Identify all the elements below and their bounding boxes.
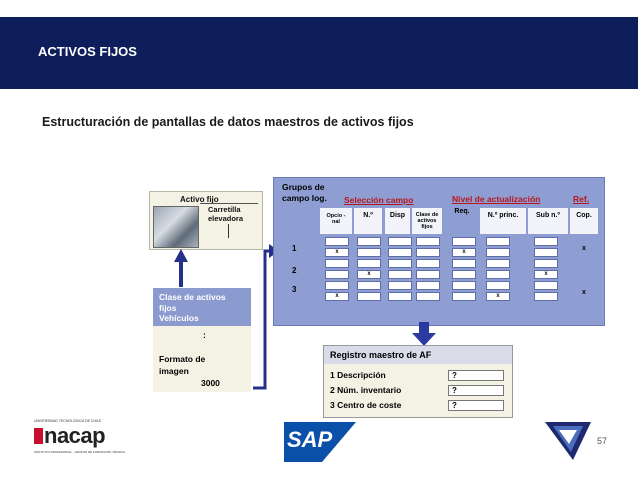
grid-cell[interactable] <box>486 259 510 268</box>
divider <box>200 203 258 204</box>
grid-cell[interactable] <box>416 259 440 268</box>
grid-cell[interactable] <box>416 237 440 246</box>
grid-cell[interactable] <box>416 270 440 279</box>
colon: : <box>203 330 206 340</box>
grid-cell[interactable] <box>388 292 412 301</box>
af-field-description[interactable]: ? <box>448 370 504 381</box>
forklift-image <box>153 206 199 248</box>
col-header-copy: Cop. <box>570 208 598 234</box>
grid-cell[interactable] <box>357 292 381 301</box>
inacap-logo: UNIVERSIDAD TECNOLÓGICA DE CHILE nacap I… <box>34 419 126 454</box>
asset-card-caption: Activo fijo <box>180 195 219 204</box>
asset-class-line1: Clase de activos <box>159 292 226 302</box>
grid-cell[interactable] <box>534 248 558 257</box>
grid-cell[interactable] <box>357 248 381 257</box>
grid-cell[interactable]: x <box>486 292 510 301</box>
grid-cell[interactable] <box>452 237 476 246</box>
grid-cell[interactable] <box>486 237 510 246</box>
copy-mark: x <box>582 289 586 296</box>
groups-label-2: campo log. <box>282 193 327 203</box>
grid-cell[interactable] <box>388 237 412 246</box>
asset-label-2: elevadora <box>208 214 244 223</box>
grid-cell[interactable] <box>325 237 349 246</box>
grid-cell[interactable] <box>388 259 412 268</box>
col-header-number: N.º <box>354 208 382 234</box>
row-number-2: 2 <box>292 266 297 275</box>
format-label-2: imagen <box>159 366 189 376</box>
connector-line <box>228 224 229 238</box>
grid-cell[interactable] <box>416 248 440 257</box>
grid-cell[interactable] <box>416 292 440 301</box>
page-number: 57 <box>597 436 608 446</box>
grid-cell[interactable] <box>416 281 440 290</box>
grid-cell[interactable]: x <box>534 270 558 279</box>
field-selection-heading: Selección campo <box>344 195 414 205</box>
connector-arrow-line <box>253 249 271 390</box>
grid-cell[interactable]: x <box>325 292 349 301</box>
row-number-1: 1 <box>292 244 297 253</box>
format-number: 3000 <box>201 378 220 388</box>
grid-cell[interactable] <box>452 259 476 268</box>
col-header-disp: Disp <box>385 208 410 234</box>
af-field-inventory[interactable]: ? <box>448 385 504 396</box>
grid-cell[interactable] <box>388 270 412 279</box>
grid-cell[interactable] <box>357 237 381 246</box>
asset-card: Activo fijo Carretilla elevadora <box>149 191 263 250</box>
grid-cell[interactable] <box>534 237 558 246</box>
asset-class-card: Clase de activos fijos Vehículos : Forma… <box>153 288 251 392</box>
title-bar: ACTIVOS FIJOS <box>0 17 638 89</box>
grid-cell[interactable] <box>325 281 349 290</box>
asset-label-1: Carretilla <box>208 205 241 214</box>
copy-mark: x <box>582 245 586 252</box>
grid-cell[interactable]: x <box>452 248 476 257</box>
grid-cell[interactable] <box>388 281 412 290</box>
page-title: ACTIVOS FIJOS <box>38 44 137 59</box>
grid-cell[interactable]: x <box>325 248 349 257</box>
grid-cell[interactable] <box>486 270 510 279</box>
asset-master-record: Registro maestro de AF 1 Descripción ? 2… <box>323 345 513 418</box>
asset-master-title: Registro maestro de AF <box>324 346 512 364</box>
sap-logo: SAP <box>284 422 356 462</box>
grid-cell[interactable] <box>388 248 412 257</box>
af-row-label-1: 1 Descripción <box>330 370 386 380</box>
grid-cell[interactable] <box>534 292 558 301</box>
grid-cell[interactable] <box>452 292 476 301</box>
grid-cell[interactable] <box>486 281 510 290</box>
grid-cell[interactable] <box>357 281 381 290</box>
corner-emblem-icon <box>545 422 591 460</box>
af-row-label-3: 3 Centro de coste <box>330 400 402 410</box>
grid-cell[interactable] <box>534 259 558 268</box>
groups-label-1: Grupos de <box>282 182 325 192</box>
grid-cell[interactable] <box>357 259 381 268</box>
col-header-sub-number: Sub n.º <box>528 208 568 234</box>
asset-class-highlight <box>153 288 251 326</box>
slide-subtitle: Estructuración de pantallas de datos mae… <box>42 115 414 129</box>
af-row-label-2: 2 Núm. inventario <box>330 385 402 395</box>
grid-cell[interactable] <box>325 270 349 279</box>
grid-cell[interactable]: x <box>357 270 381 279</box>
grid-cell[interactable] <box>452 270 476 279</box>
asset-class-line3: Vehículos <box>159 313 199 323</box>
ref-heading: Ref. <box>573 194 590 204</box>
col-header-main-number: N.º princ. <box>480 208 526 234</box>
asset-class-line2: fijos <box>159 303 177 313</box>
down-arrow-icon <box>412 322 436 346</box>
col-header-optional: Opcio -nal <box>320 208 352 234</box>
grid-cell[interactable] <box>452 281 476 290</box>
af-field-cost-center[interactable]: ? <box>448 400 504 411</box>
col-header-req: Req. <box>454 208 470 215</box>
format-label-1: Formato de <box>159 354 206 364</box>
row-number-3: 3 <box>292 285 297 294</box>
grid-cell[interactable] <box>325 259 349 268</box>
grid-cell[interactable] <box>486 248 510 257</box>
update-level-heading: Nivel de actualización <box>452 194 541 204</box>
up-arrow-icon <box>174 249 188 287</box>
grid-cell[interactable] <box>534 281 558 290</box>
